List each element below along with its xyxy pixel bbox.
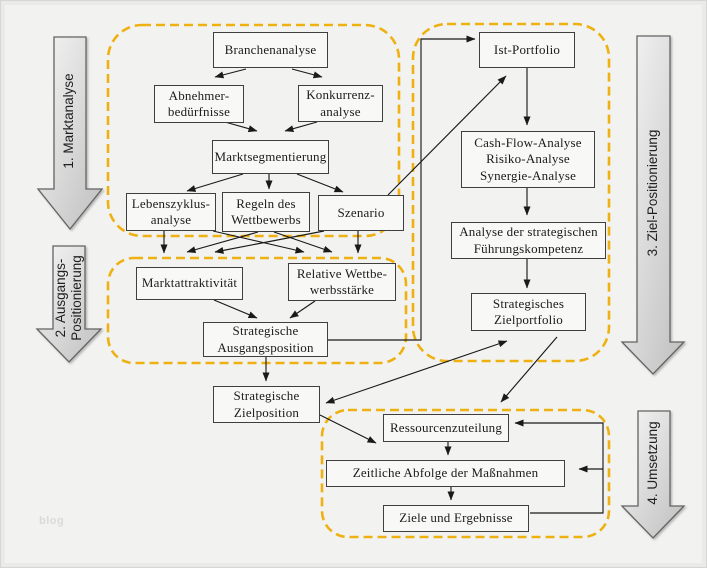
node-branchenanalyse: Branchenanalyse: [213, 32, 328, 68]
node-ist-portfolio: Ist-Portfolio: [479, 32, 575, 68]
node-regeln-des-wettbewerbs: Regeln des Wettbewerbs: [222, 192, 310, 232]
node-ziele-und-ergebnisse: Ziele und Ergebnisse: [383, 505, 529, 532]
connector-marktsegmentierung-to-lebenszyklusanalyse: [186, 173, 244, 192]
connector-szenario-to-marktattraktivitaet: [214, 230, 325, 254]
node-marktattraktivitaet: Marktattraktivität: [136, 267, 243, 300]
connector-relative_wettbewerbsstaerke-to-strategische_ausgangsposition: [289, 300, 316, 319]
connector-strategisches_zielportfolio-to-ressourcenzuteilung: [500, 336, 558, 403]
connector-marktattraktivitaet-to-strategische_ausgangsposition: [213, 299, 258, 319]
phase-arrow-4: [620, 410, 686, 539]
connector-szenario-to-ist_portfolio: [387, 75, 507, 196]
group-umsetzung: [320, 408, 611, 539]
phase-2-label: 2. Ausgangs- Positionierung: [53, 255, 84, 341]
phase-arrow-3: [620, 35, 686, 375]
node-konkurrenzanalyse: Konkurrenz- analyse: [298, 85, 383, 122]
phase-1-label: 1. Marktanalyse: [61, 73, 77, 169]
node-strategisches-zielportfolio: Strategisches Zielportfolio: [471, 293, 586, 331]
phase-3-label: 3. Ziel-Positionierung: [645, 129, 661, 257]
connector-branchenanalyse-to-konkurrenzanalyse: [291, 68, 323, 79]
connector-konkurrenzanalyse-to-marktsegmentierung: [284, 121, 318, 133]
connector-layer: [160, 35, 604, 514]
connector-abnehmerbeduerfnisse-to-marktsegmentierung: [224, 121, 258, 133]
node-strategische-ausgangsposition: Strategische Ausgangsposition: [203, 322, 328, 357]
node-ressourcenzuteilung: Ressourcenzuteilung: [383, 414, 509, 442]
connector-strategische_ausgangsposition-to-ist_portfolio: [328, 35, 476, 341]
connector-strategische_zielposition-to-strategisches_zielportfolio: [325, 340, 508, 404]
connector-regeln_des_wettbewerbs-to-marktattraktivitaet: [186, 231, 259, 254]
group-zielpositionierung: [411, 22, 611, 363]
group-marktanalyse: [106, 23, 401, 238]
phase-arrow-1: [36, 36, 104, 231]
node-zeitliche-abfolge: Zeitliche Abfolge der Maßnahmen: [326, 460, 565, 487]
connector-branchenanalyse-to-abnehmerbeduerfnisse: [214, 68, 247, 79]
node-fuehrungskompetenz: Analyse der strategischen Führungskompet…: [451, 222, 606, 259]
connector-ziele_und_ergebnisse-to-ressourcenzuteilung: [514, 419, 604, 514]
node-relative-wettbewerbsstaerke: Relative Wettbe- werbsstärke: [288, 263, 396, 301]
group-ausgangspositionierung: [106, 256, 408, 365]
connector-lebenszyklusanalyse-to-relative_wettbewerbsstaerke: [212, 230, 305, 254]
phase-arrow-2: [35, 245, 103, 363]
node-szenario: Szenario: [318, 195, 404, 231]
phase-4-label: 4. Umsetzung: [645, 421, 661, 505]
watermark-text: blog: [39, 515, 65, 527]
connector-regeln_des_wettbewerbs-to-relative_wettbewerbsstaerke: [273, 231, 333, 253]
node-strategische-zielposition: Strategische Zielposition: [213, 386, 320, 423]
node-analysen: Cash-Flow-Analyse Risiko-Analyse Synergi…: [461, 131, 595, 188]
node-marktsegmentierung: Marktsegmentierung: [212, 140, 329, 174]
connector-marktsegmentierung-to-szenario: [296, 173, 344, 193]
node-abnehmerbeduerfnisse: Abnehmer- bedürfnisse: [154, 85, 244, 123]
node-lebenszyklusanalyse: Lebenszyklus- analyse: [126, 193, 216, 231]
connector-strategische_zielposition-to-ressourcenzuteilung: [319, 414, 377, 444]
